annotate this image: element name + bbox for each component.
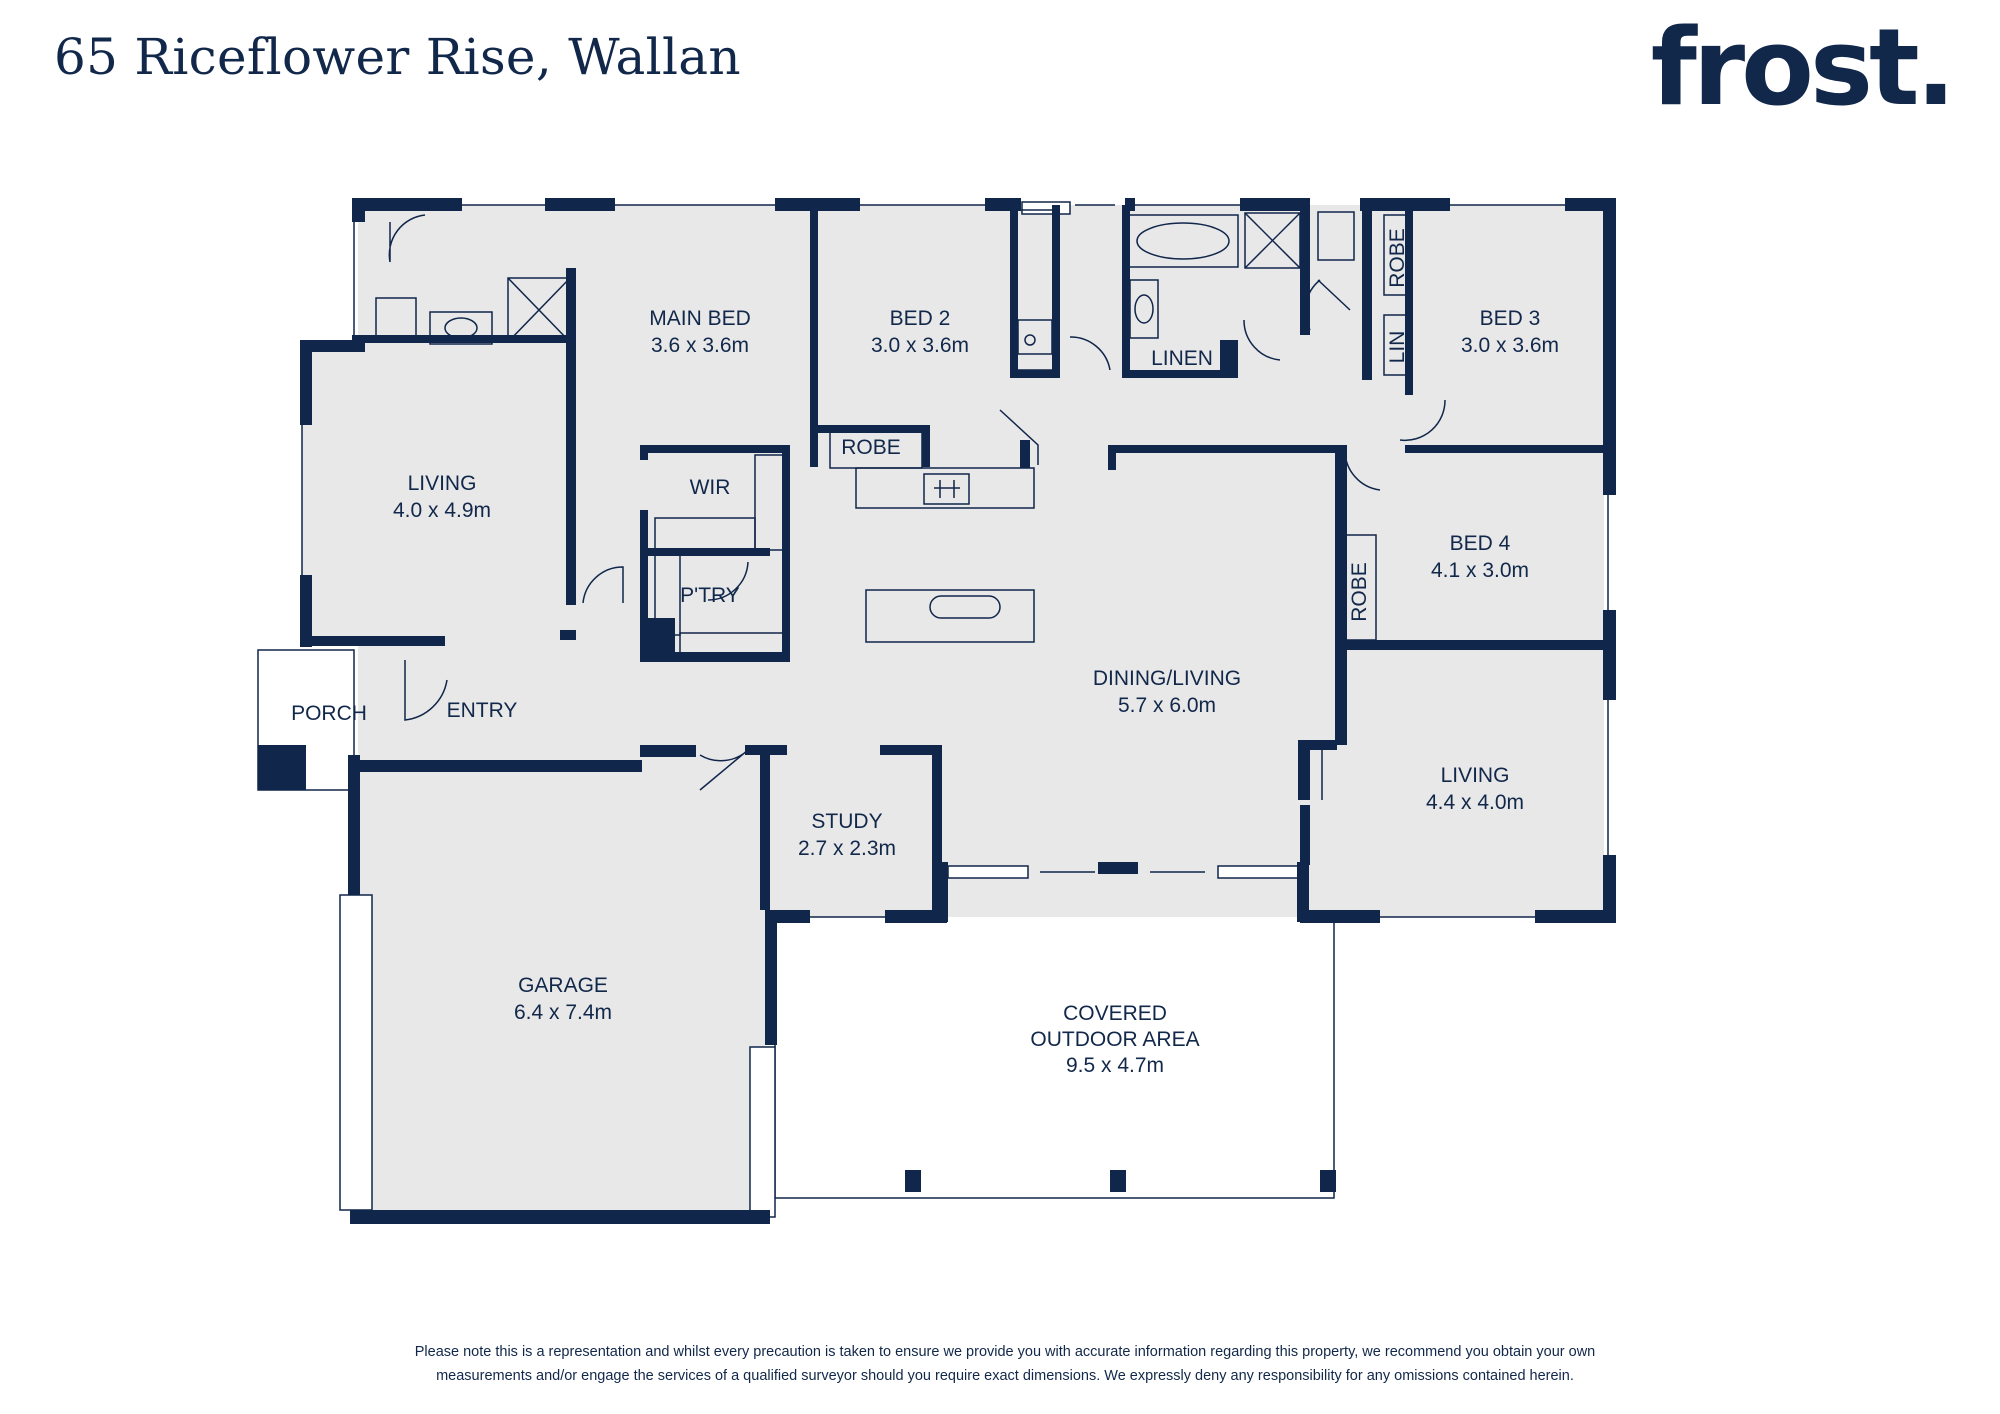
floor-areas: [302, 205, 1604, 1220]
size-dining: 5.7 x 6.0m: [1118, 694, 1216, 717]
label-lin: LIN: [1386, 331, 1409, 364]
size-bed2: 3.0 x 3.6m: [871, 334, 969, 357]
disclaimer-line-2: measurements and/or engage the services …: [436, 1368, 1574, 1384]
label-main-bed: MAIN BED: [649, 307, 751, 330]
room-labels: MAIN BED 3.6 x 3.6m BED 2 3.0 x 3.6m BED…: [291, 228, 1559, 1077]
disclaimer: Please note this is a representation and…: [340, 1340, 1670, 1388]
size-living-right: 4.4 x 4.0m: [1426, 791, 1524, 814]
size-outdoor: 9.5 x 4.7m: [1066, 1054, 1164, 1077]
label-outdoor-1: COVERED: [1063, 1002, 1167, 1025]
label-wir: WIR: [690, 476, 731, 499]
frost-logo: frost.: [1650, 6, 1956, 129]
property-address-title: 65 Riceflower Rise, Wallan: [54, 28, 741, 86]
posts: [905, 862, 1336, 1192]
label-living-left: LIVING: [408, 472, 477, 495]
label-bed2: BED 2: [890, 307, 951, 330]
label-garage: GARAGE: [518, 974, 608, 997]
size-bed4: 4.1 x 3.0m: [1431, 559, 1529, 582]
label-outdoor-2: OUTDOOR AREA: [1030, 1028, 1199, 1051]
size-bed3: 3.0 x 3.6m: [1461, 334, 1559, 357]
label-entry: ENTRY: [447, 699, 518, 722]
size-study: 2.7 x 2.3m: [798, 837, 896, 860]
label-bed4: BED 4: [1450, 532, 1511, 555]
walls: [258, 198, 1616, 1224]
size-garage: 6.4 x 7.4m: [514, 1001, 612, 1024]
label-study: STUDY: [811, 810, 882, 833]
fixtures: [257, 201, 1609, 1218]
label-robe-bed4: ROBE: [1348, 562, 1371, 622]
size-main-bed: 3.6 x 3.6m: [651, 334, 749, 357]
label-porch: PORCH: [291, 702, 367, 725]
label-living-right: LIVING: [1441, 764, 1510, 787]
label-dining: DINING/LIVING: [1093, 667, 1241, 690]
label-linen: LINEN: [1151, 347, 1213, 370]
size-living-left: 4.0 x 4.9m: [393, 499, 491, 522]
label-pantry: P'TRY: [680, 584, 740, 607]
disclaimer-line-1: Please note this is a representation and…: [414, 1344, 1596, 1360]
label-robe-bed2: ROBE: [841, 436, 901, 459]
label-robe-bed3: ROBE: [1386, 228, 1409, 288]
label-bed3: BED 3: [1480, 307, 1541, 330]
